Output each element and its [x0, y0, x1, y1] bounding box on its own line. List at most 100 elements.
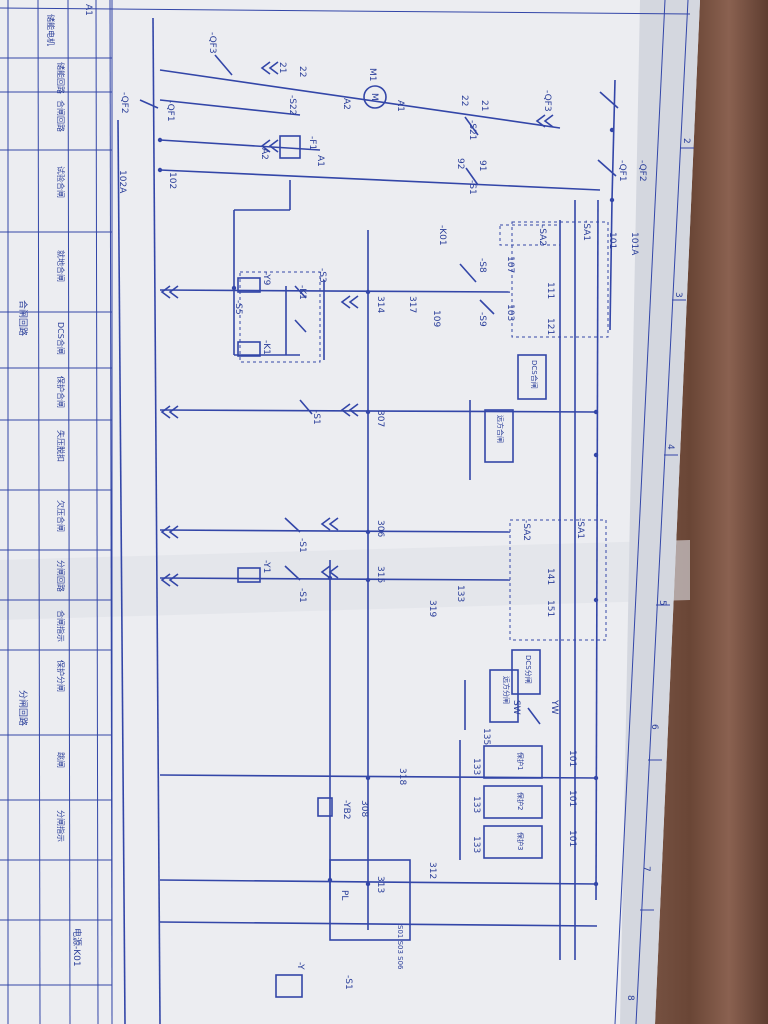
label-307: 307	[375, 410, 385, 427]
motor-branch	[139, 54, 619, 191]
label-k1-coil: -K1	[261, 340, 271, 355]
label-s1-mid: -S1	[311, 410, 321, 425]
label-yb2: -YB2	[341, 800, 351, 820]
label-pl: PL	[339, 890, 349, 900]
label-101a: 101A	[629, 232, 639, 256]
tb-row-8: 失压脱扣	[56, 430, 66, 462]
coil-y1	[237, 567, 261, 583]
label-dcs-open: DCS分闸	[524, 655, 533, 684]
col-7: 7	[641, 866, 651, 872]
tb-row-2: 储能回路	[56, 62, 66, 94]
dcs-relay-boxes	[237, 277, 547, 998]
label-121: 121	[545, 318, 555, 335]
tb-row-6: DCS合闸	[56, 322, 66, 355]
label-306: 306	[375, 520, 385, 537]
label-308: 308	[359, 800, 369, 817]
label-s1-low2: -S1	[297, 588, 307, 603]
terminal-markers	[160, 61, 554, 587]
label-sa2-top: -SA2	[537, 225, 547, 246]
label-21-left: 21	[277, 62, 287, 73]
label-318: 318	[397, 768, 407, 785]
label-y-right: -Y	[295, 962, 305, 970]
coil-k1	[237, 341, 261, 357]
label-prot3: 保护3	[516, 832, 525, 850]
label-qf1-right: -QF1	[617, 160, 627, 182]
label-101: 101	[607, 232, 617, 249]
label-sa1-top: -SA1	[581, 220, 591, 241]
label-remote-close: 远方合闸	[496, 415, 505, 443]
label-sa1-bottom: -SA1	[575, 518, 585, 539]
label-s21: -S21	[467, 120, 477, 140]
label-133-r2: 133	[471, 796, 481, 813]
label-s1-bottom: -S1	[343, 975, 353, 990]
risers	[459, 200, 576, 960]
tb-row-14: 分闸指示	[56, 810, 66, 842]
coil-y-right	[275, 974, 303, 998]
tb-row-9: 欠压合闸	[56, 500, 66, 532]
label-k1-contact: -K1	[297, 285, 307, 300]
label-s1-top: -S1	[467, 180, 477, 195]
label-101-r3: 101	[567, 830, 577, 847]
label-151: 151	[545, 600, 555, 617]
tb-row-11: 合闸指示	[56, 610, 66, 642]
col-4: 4	[665, 444, 675, 450]
label-s5: -S5	[233, 300, 243, 315]
label-102: 102	[167, 172, 177, 189]
junction-dots	[157, 127, 615, 887]
label-a2-motor: A2	[341, 98, 351, 110]
coil-y9	[237, 277, 261, 293]
label-k01: -K01	[437, 225, 447, 246]
label-103: 103	[505, 304, 515, 321]
label-prot2: 保护2	[516, 792, 525, 810]
sheet-label: A1	[83, 4, 93, 16]
coil-yb2	[317, 797, 333, 817]
col-3: 3	[673, 292, 683, 298]
label-22-left: 22	[297, 66, 307, 77]
label-92: 92	[455, 158, 465, 169]
label-22-right: 22	[459, 95, 469, 106]
tb-row-12: 保护分闸	[56, 660, 66, 692]
label-a2-f1: A2	[259, 148, 269, 160]
tb-row-1: 储能电机	[46, 14, 56, 46]
label-qf3-right: -QF3	[542, 90, 552, 112]
label-102a: 102A	[117, 170, 127, 194]
label-a1-motor: A1	[395, 100, 405, 112]
label-133: 133	[455, 585, 465, 602]
col-6: 6	[649, 724, 659, 730]
paper-sheet	[0, 0, 700, 1024]
tb-row-10: 分闸回路	[56, 560, 66, 592]
switch-contacts	[284, 263, 541, 725]
label-111: 111	[545, 282, 555, 299]
label-s8: -S8	[477, 258, 487, 273]
label-m: M	[369, 93, 379, 101]
label-s3: -S3	[317, 268, 327, 283]
tb-row-4: 试验合闸	[56, 166, 66, 198]
label-f1: -F1	[307, 136, 317, 150]
label-21-right: 21	[479, 100, 489, 111]
label-s501: S01 S03 S06	[396, 925, 404, 970]
label-remote-open: 远方分闸	[502, 676, 511, 704]
section-close-title: 合闸回路	[17, 300, 29, 336]
column-number-labels: 2 3 4 5 6 7 8	[625, 138, 691, 1001]
label-141: 141	[545, 568, 555, 585]
label-319: 319	[427, 600, 437, 617]
label-qf2-left: -QF2	[119, 92, 129, 114]
label-s1-low1: -S1	[297, 538, 307, 553]
label-312: 312	[427, 862, 437, 879]
component-labels: -QF3 -QF2 -QF1 102A 102 M1 M A1 A2 21 22…	[117, 32, 647, 990]
label-133-r1: 133	[471, 758, 481, 775]
label-sw: SW	[511, 700, 521, 715]
label-prot1: 保护1	[516, 752, 525, 770]
overload-relay	[279, 135, 301, 159]
label-y9: -Y9	[261, 272, 271, 286]
col-2: 2	[681, 138, 691, 144]
title-block	[0, 0, 113, 1024]
label-135: 135	[481, 728, 491, 745]
tb-row-13: 跳闸	[56, 752, 66, 768]
label-qf1-left: -QF1	[165, 100, 175, 122]
label-y1: -Y1	[261, 560, 271, 573]
label-yw: YW	[549, 699, 559, 714]
label-107: 107	[505, 256, 515, 273]
